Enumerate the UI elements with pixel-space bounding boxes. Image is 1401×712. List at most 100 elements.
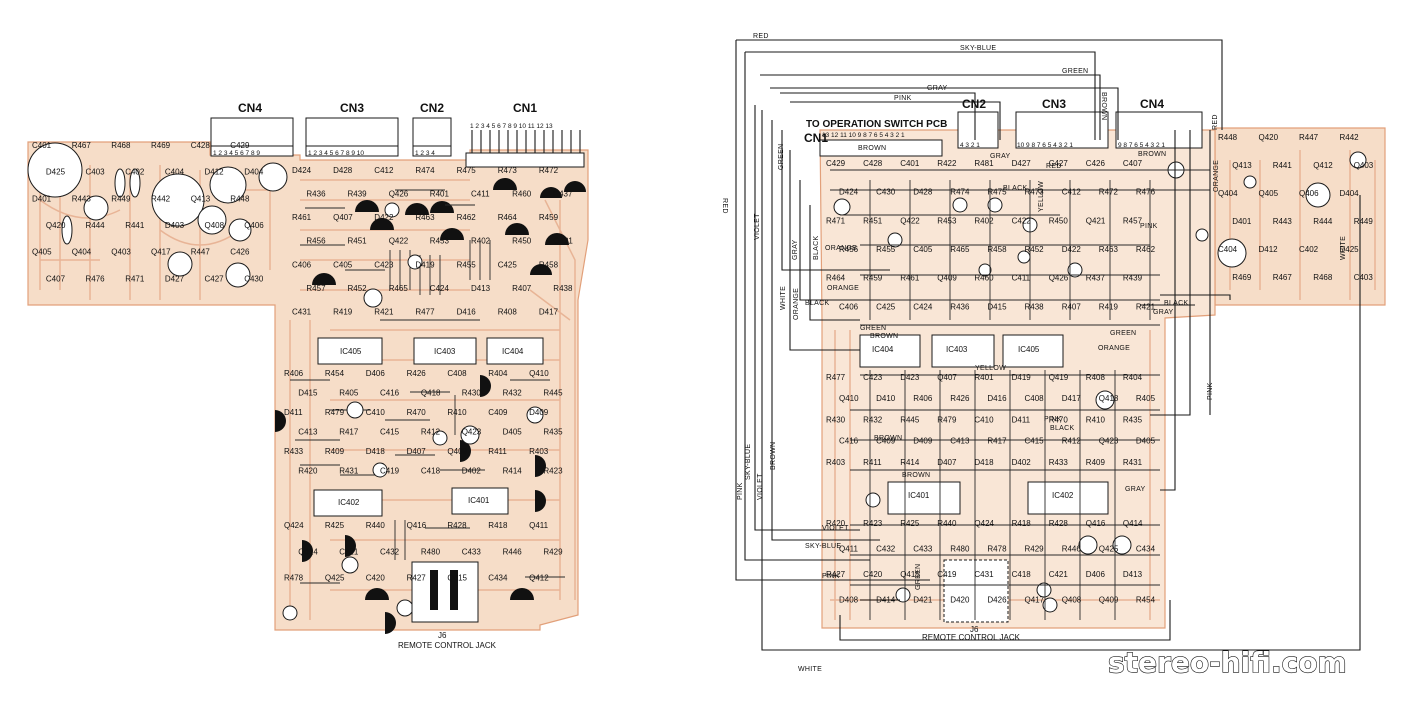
right-part-label: Q403 [1354,161,1374,170]
right-ic402: IC402 [1052,491,1074,500]
right-part-label: R449 [1354,217,1374,226]
left-part-label: R438 [553,284,573,293]
left-part-label: C424 [430,284,450,293]
left-part-label: C419 [380,467,400,476]
cn3-pins: 1 2 3 4 5 6 7 8 9 10 [308,150,364,157]
left-part-label: R478 [284,574,304,583]
right-part-label: R451 [863,216,883,225]
cn1-pins: 1 2 3 4 5 6 7 8 9 10 11 12 13 [470,123,553,130]
right-cn1-pins: 13 12 11 10 9 8 7 6 5 4 3 2 1 [822,132,905,139]
wire-green-mid: GREEN [860,325,886,332]
right-part-label: R455 [876,245,896,254]
wire-black-left: BLACK [813,236,820,260]
right-part-label: R480 [950,545,970,554]
left-part-label: D418 [366,447,386,456]
wire-orange-left: ORANGE [793,288,800,320]
left-capacitors [27,142,288,288]
right-pcb-board: RED SKY-BLUE GREEN BROWN GRAY PINK RED V… [721,33,1386,673]
left-pcb-board: CN4 1 2 3 4 5 6 7 8 9 CN3 1 2 3 4 5 6 7 … [27,101,589,650]
right-part-label: R446 [1062,545,1082,554]
right-part-label: D402 [1012,458,1032,467]
wire-orange-mid2: ORANGE [827,285,859,292]
left-part-label: R411 [488,447,507,456]
right-part-label: R458 [987,245,1007,254]
left-part-label: R454 [325,369,345,378]
right-part-label: R421 [1136,302,1156,311]
right-part-label: R427 [826,570,846,579]
wire-brown-top: BROWN [1100,92,1107,120]
right-part-label: C413 [950,437,970,446]
right-part-label: C411 [1012,274,1031,283]
left-part-label: C401 [32,141,52,150]
right-part-label: R402 [974,216,994,225]
wire-red-left: RED [721,198,728,214]
right-part-label: D415 [987,302,1007,311]
right-part-label: R403 [826,458,846,467]
left-part-label: R474 [415,166,435,175]
right-part-label: R474 [950,188,970,197]
right-part-label: R456 [839,245,859,254]
left-part-label: Q416 [407,521,427,530]
right-part-label: C402 [1299,245,1319,254]
left-ics [313,337,544,517]
right-part-label: R407 [1062,302,1082,311]
right-part-label: D424 [839,188,859,197]
left-part-label: D401 [32,194,52,203]
right-part-label: R465 [950,245,970,254]
right-part-label: D410 [876,394,896,403]
left-part-label: C433 [462,547,482,556]
right-part-label: D417 [1062,394,1082,403]
left-part-label: R401 [430,190,450,199]
right-part-label: Q413 [1232,161,1252,170]
left-part-label: R463 [415,213,435,222]
right-part-label: R469 [1232,273,1252,282]
right-part-label: R468 [1313,273,1333,282]
right-cn3-label: CN3 [1042,97,1066,111]
right-part-label: R453 [937,216,957,225]
right-part-label: D423 [900,373,920,382]
right-part-label: Q415 [900,570,920,579]
right-part-label: Q414 [1123,519,1143,528]
left-part-label: R427 [407,574,427,583]
wire-violet-left-low: VIOLET [757,473,764,500]
right-part-label: C418 [1012,570,1032,579]
right-part-label: Q409 [1099,596,1119,605]
right-part-label: C424 [913,302,933,311]
left-part-label: R461 [292,213,312,222]
left-part-label: R451 [348,237,368,246]
wire-green-top: GREEN [1062,68,1088,75]
left-part-label: R405 [339,389,359,398]
left-part-label: C407 [46,274,66,283]
wire-black-mid: BLACK [805,300,829,307]
left-part-label: Q411 [529,521,549,530]
left-part-label: C428 [191,141,211,150]
right-part-label: R437 [1086,274,1106,283]
left-part-label: C411 [471,190,490,199]
right-part-label: C420 [863,570,883,579]
right-part-label: R452 [1025,245,1045,254]
left-part-label: D411 [284,408,303,417]
right-part-label: Q421 [1086,216,1106,225]
left-part-label: D412 [205,168,225,177]
right-part-label: R450 [1049,216,1069,225]
left-part-label: C426 [230,248,250,257]
left-part-label: R462 [457,213,477,222]
left-part-label: R418 [488,521,508,530]
right-part-label: Q408 [1062,596,1082,605]
wire-orange-ic405: ORANGE [1098,345,1130,352]
right-part-label: R445 [900,415,920,424]
left-part-label: Q414 [298,547,318,556]
right-part-label: R433 [1049,458,1069,467]
left-part-label: C408 [447,369,467,378]
left-part-label: R432 [503,389,523,398]
left-part-label: R459 [539,213,559,222]
right-part-label: C425 [876,302,896,311]
left-part-label: Q415 [447,574,467,583]
right-part-label: D421 [913,596,933,605]
right-part-label: R471 [826,216,846,225]
right-part-label: R412 [1062,437,1082,446]
right-part-label: D414 [876,596,896,605]
right-part-label: C405 [913,245,933,254]
